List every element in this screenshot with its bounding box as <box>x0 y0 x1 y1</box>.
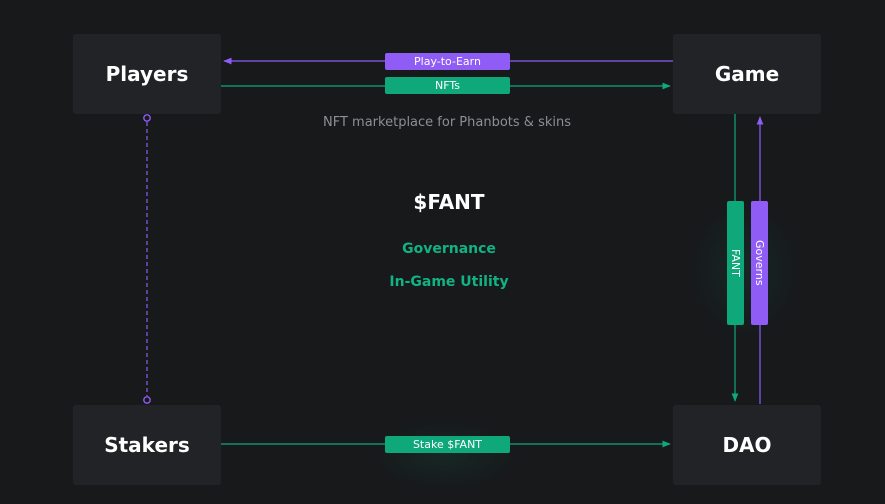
node-dao: DAO <box>673 405 821 485</box>
edge-fant-label: FANT <box>727 201 744 325</box>
edge-stake-label: Stake $FANT <box>385 436 510 453</box>
node-game: Game <box>673 34 821 114</box>
marketplace-caption: NFT marketplace for Phanbots & skins <box>323 115 571 130</box>
node-players-label: Players <box>105 62 189 86</box>
feature-governance: Governance <box>402 241 496 257</box>
edge-play-to-earn-label: Play-to-Earn <box>385 53 510 70</box>
edge-governs-label: Governs <box>751 201 768 325</box>
glow-fant <box>690 200 800 340</box>
dashed-line-bottom-endpoint <box>143 396 151 404</box>
node-dao-label: DAO <box>722 433 772 457</box>
node-players: Players <box>73 34 221 114</box>
edge-nfts-label: NFTs <box>385 77 510 94</box>
token-title: $FANT <box>413 190 485 214</box>
feature-in-game-utility: In-Game Utility <box>389 274 509 290</box>
node-stakers-label: Stakers <box>104 433 190 457</box>
glow-stake <box>370 420 520 490</box>
dashed-line-top-endpoint <box>143 114 151 122</box>
node-game-label: Game <box>714 62 780 86</box>
node-stakers: Stakers <box>73 405 221 485</box>
